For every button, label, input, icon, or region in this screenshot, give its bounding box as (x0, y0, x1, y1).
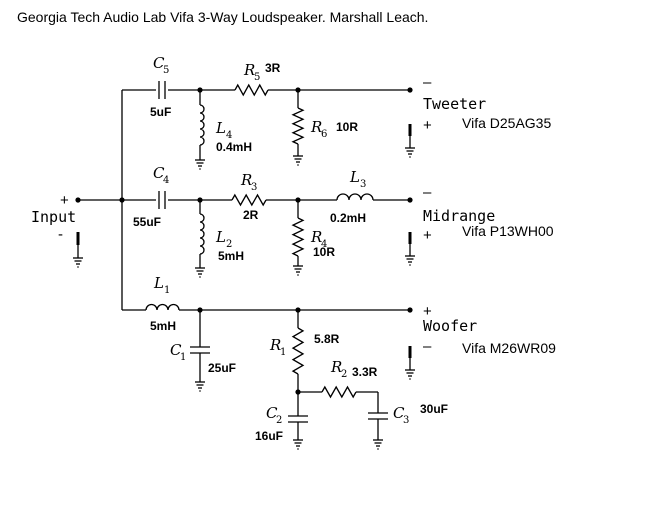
input-label: Input (31, 208, 76, 226)
c3-label-ref: C (393, 404, 405, 422)
c4-label-sub: 4 (163, 175, 169, 186)
midrange-name: Midrange (423, 207, 495, 225)
r2-label-sub: 2 (341, 369, 347, 380)
c2-value: 16uF (255, 429, 283, 443)
input-plus-sign: + (60, 192, 69, 209)
r1-label-ref: R (269, 336, 281, 354)
r3-value: 2R (243, 208, 259, 222)
c4-value: 55uF (133, 215, 161, 229)
r1-label-sub: 1 (280, 347, 286, 358)
input-ground (73, 257, 83, 268)
l4-label-ref: L (215, 119, 226, 137)
woofer-model: Vifa M26WR09 (462, 340, 556, 356)
tweeter-model: Vifa D25AG35 (462, 115, 551, 131)
r6-ground (293, 155, 303, 166)
c2-label-ref: C (266, 404, 278, 422)
l4-value: 0.4mH (216, 140, 252, 154)
r2-label-ref: R (330, 358, 342, 376)
r3-label-ref: R (240, 171, 252, 189)
resistor-r1 (291, 327, 305, 375)
r5-label-sub: 5 (254, 72, 260, 83)
r5-label-ref: R (243, 61, 255, 79)
c3-value: 30uF (420, 402, 448, 416)
l1-label-ref: L (153, 274, 164, 292)
r4-label-sub: 4 (321, 239, 327, 250)
woofer-minus-sign: – (423, 338, 432, 355)
resistor-r2 (321, 385, 357, 399)
l2-value: 5mH (218, 249, 244, 263)
woofer-ground (405, 369, 415, 380)
r4-value: 10R (313, 245, 335, 259)
tweeter-ground (405, 147, 415, 158)
l3-label-ref: L (349, 168, 360, 186)
c5-label-ref: C (153, 54, 165, 72)
inductor-l4 (199, 104, 205, 146)
l3-label-sub: 3 (360, 179, 366, 190)
resistor-r3 (231, 193, 267, 207)
woofer-name: Woofer (423, 317, 477, 335)
c3-ground (373, 439, 383, 450)
inductor-l1 (145, 303, 180, 311)
r4-label-ref: R (310, 228, 322, 246)
r6-label-ref: R (310, 118, 322, 136)
tweeter-name: Tweeter (423, 95, 486, 113)
l2-label-sub: 2 (226, 239, 232, 250)
l1-label-sub: 1 (164, 285, 170, 296)
l2-ground (195, 267, 205, 278)
resistor-r4 (291, 217, 305, 257)
c1-ground (195, 381, 205, 392)
resistor-r5 (234, 83, 269, 97)
diagram-title: Georgia Tech Audio Lab Vifa 3-Way Loudsp… (17, 9, 429, 25)
midrange-minus-sign: – (423, 184, 432, 201)
inductor-l3 (336, 193, 374, 201)
c1-value: 25uF (208, 361, 236, 375)
wires (75, 87, 413, 440)
midrange-terminal-top (407, 197, 413, 203)
r6-value: 10R (336, 120, 358, 134)
l1-value: 5mH (150, 319, 176, 333)
c1-label-sub: 1 (180, 352, 186, 363)
midrange-model: Vifa P13WH00 (462, 223, 554, 239)
c5-value: 5uF (150, 105, 171, 119)
r5-value: 3R (265, 61, 281, 75)
c2-ground (293, 439, 303, 450)
r4-ground (293, 265, 303, 276)
c1-label-ref: C (170, 341, 182, 359)
input-terminal-plus (75, 197, 81, 203)
l3-value: 0.2mH (330, 211, 366, 225)
woofer-plus-sign: + (423, 303, 432, 320)
midrange-ground (405, 255, 415, 266)
c4-label-ref: C (153, 164, 165, 182)
l4-ground (195, 159, 205, 170)
c5-label-sub: 5 (163, 65, 169, 76)
l4-label-sub: 4 (226, 130, 232, 141)
tweeter-minus-sign: – (423, 74, 432, 91)
components (73, 81, 415, 450)
r3-label-sub: 3 (251, 182, 257, 193)
r2-value: 3.3R (352, 365, 378, 379)
resistor-r6 (291, 107, 305, 145)
inductor-l2 (199, 213, 205, 255)
c2-label-sub: 2 (276, 415, 282, 426)
r6-label-sub: 6 (321, 129, 327, 140)
tweeter-plus-sign: + (423, 117, 432, 134)
c3-label-sub: 3 (403, 415, 409, 426)
input-minus-sign: - (58, 226, 63, 243)
midrange-plus-sign: + (423, 227, 432, 244)
tweeter-terminal-top (407, 87, 413, 93)
woofer-terminal-top (407, 307, 413, 313)
r1-value: 5.8R (314, 332, 340, 346)
l2-label-ref: L (215, 228, 226, 246)
